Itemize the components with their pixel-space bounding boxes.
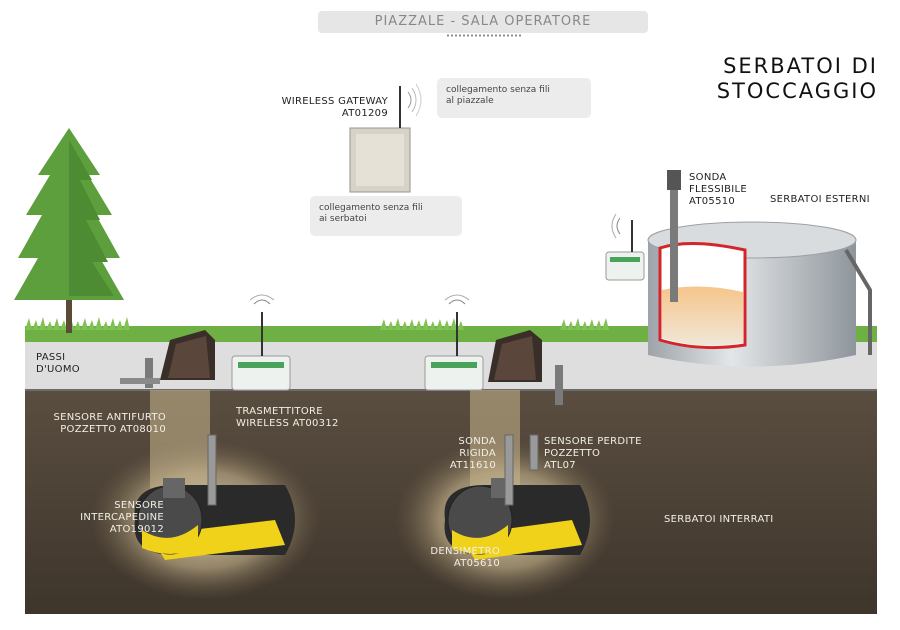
label-serbatoi-interrati: SERBATOI INTERRATI <box>664 514 774 525</box>
label-sensore-perdite: SENSORE PERDITE POZZETTO ATL07 <box>544 436 642 471</box>
label-sensore-antifurto: SENSORE ANTIFURTO POZZETTO AT08010 <box>53 412 166 435</box>
transmitter-tank <box>605 213 645 281</box>
underground-tank-left <box>134 478 295 560</box>
probe-left <box>207 434 217 506</box>
bubble-piazzale: collegamento senza fili al piazzale <box>437 78 591 118</box>
transmitter-right <box>424 294 484 391</box>
label-trasmettitore: TRASMETTITORE WIRELESS AT00312 <box>236 406 339 429</box>
label-serbatoi-esterni: SERBATOI ESTERNI <box>770 194 870 205</box>
manhole-left <box>160 330 215 380</box>
probe-rigid <box>504 434 514 506</box>
manhole-right <box>488 330 542 382</box>
label-sonda-flessibile: SONDA FLESSIBILE AT05510 <box>689 172 747 207</box>
label-passi-uomo: PASSI D'UOMO <box>36 352 80 375</box>
main-title: SERBATOI DI STOCCAGGIO <box>716 54 878 103</box>
header-title: PIAZZALE - SALA OPERATORE <box>318 11 648 33</box>
header-underline <box>446 34 522 37</box>
label-sonda-rigida: SONDA RIGIDA AT11610 <box>449 436 496 471</box>
bubble-serbatoi: collegamento senza fili ai serbatoi <box>310 196 462 236</box>
above-ground-tank <box>647 170 872 367</box>
wireless-gateway <box>349 83 422 193</box>
tree <box>14 128 124 333</box>
label-densimetro: DENSIMETRO AT05610 <box>430 546 500 569</box>
leak-sensor <box>529 434 539 471</box>
gateway-label: WIRELESS GATEWAY AT01209 <box>281 96 388 119</box>
antitheft-sensor <box>145 358 153 388</box>
label-sensore-intercapedine: SENSORE INTERCAPEDINE ATO19012 <box>80 500 164 535</box>
transmitter-left <box>231 294 291 391</box>
